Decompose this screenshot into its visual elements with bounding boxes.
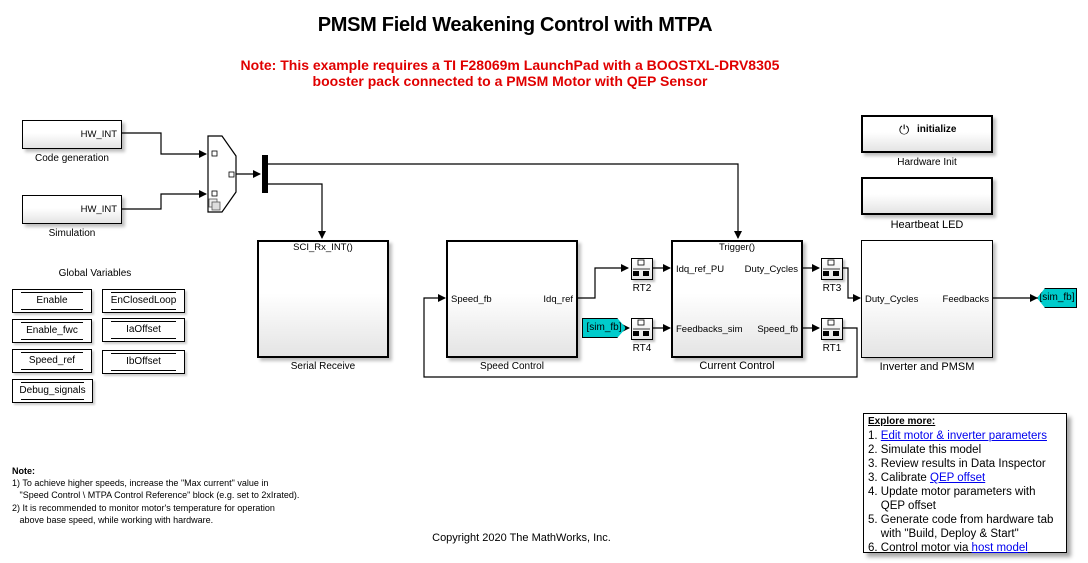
simulation-block[interactable]: HW_INT (22, 195, 122, 224)
rt1-label: RT1 (822, 343, 842, 354)
line-mux-to-serial-trigger (268, 183, 326, 239)
explore-item: 2. Simulate this model (868, 444, 982, 456)
inverter-pmsm-block[interactable]: Duty_Cycles Feedbacks (861, 240, 993, 358)
notes-line: above base speed, while working with har… (12, 514, 214, 525)
edit-motor-parameters-link[interactable]: Edit motor & inverter parameters (880, 430, 1047, 442)
inverter-pmsm-label: Inverter and PMSM (879, 361, 975, 373)
speed-control-block[interactable]: Speed_fb Idq_ref (446, 240, 578, 358)
duty-cycles-input-port: Duty_Cycles (865, 294, 919, 305)
speed-fb-input-port: Speed_fb (451, 294, 492, 305)
global-var-debug-signals[interactable]: Debug_signals (12, 379, 93, 403)
qep-offset-link[interactable]: QEP offset (930, 472, 986, 484)
simulation-label: Simulation (48, 228, 96, 239)
current-trigger-port: Trigger() (718, 242, 756, 253)
feedbacks-output-port: Feedbacks (942, 294, 989, 305)
rate-transition-icon (633, 319, 650, 336)
rt4-label: RT4 (632, 343, 652, 354)
notes-line: 1) To achieve higher speeds, increase th… (12, 478, 269, 489)
global-var-speed-ref[interactable]: Speed_ref (12, 349, 92, 373)
explore-item: 5. Generate code from hardware tab (868, 514, 1054, 526)
global-var-enclosedloop[interactable]: EnClosedLoop (102, 289, 185, 313)
global-var-iaoffset[interactable]: IaOffset (102, 318, 185, 342)
initialize-text: initialize (917, 124, 957, 135)
hardware-note-line2: booster pack connected to a PMSM Motor w… (312, 73, 708, 89)
rate-transition-rt4[interactable] (631, 318, 653, 340)
idq-ref-output-port: Idq_ref (543, 294, 573, 305)
explore-item: QEP offset (868, 500, 936, 512)
explore-item-text: 1. (868, 430, 881, 442)
explore-item: with "Build, Deploy & Start" (868, 528, 1019, 540)
rate-transition-icon (823, 319, 840, 336)
code-generation-label: Code generation (35, 153, 109, 164)
power-icon: ⏻ (899, 122, 910, 137)
current-control-label: Current Control (699, 360, 775, 372)
notes-line: 2) It is recommended to monitor motor's … (12, 502, 275, 513)
hw-int-port: HW_INT (80, 129, 117, 140)
line-rt3-to-inverter (843, 267, 861, 302)
goto-sim-fb-tag[interactable]: [sim_fb] (1037, 288, 1077, 308)
current-control-block[interactable]: Trigger() Idq_ref_PU Feedbacks_sim Duty_… (671, 240, 803, 358)
explore-item-text: 6. Control motor via (868, 542, 972, 554)
heartbeat-led-label: Heartbeat LED (890, 219, 964, 231)
code-generation-block[interactable]: HW_INT (22, 120, 122, 149)
global-var-iboffset[interactable]: IbOffset (102, 350, 185, 374)
rate-transition-rt1[interactable] (821, 318, 843, 340)
hw-int-port: HW_INT (80, 204, 117, 215)
explore-title: Explore more: (868, 416, 936, 427)
explore-item-text: 3. Calibrate (868, 472, 931, 484)
global-var-enable[interactable]: Enable (12, 289, 92, 313)
from-sim-fb-tag[interactable]: [sim_fb] (582, 318, 626, 338)
rate-transition-rt2[interactable] (631, 258, 653, 280)
notes-line: "Speed Control \ MTPA Control Reference"… (12, 490, 300, 501)
line-mux-to-current-trigger (268, 163, 742, 239)
speed-fb-output-port: Speed_fb (757, 324, 798, 335)
hardware-init-label: Hardware Init (897, 157, 957, 168)
serial-receive-block[interactable]: SCI_Rx_INT() (257, 240, 389, 358)
rate-transition-rt3[interactable] (821, 258, 843, 280)
hardware-note: Note: This example requires a TI F28069m… (0, 57, 1020, 89)
serial-trigger-port: SCI_Rx_INT() (293, 242, 353, 253)
line-rt1-feedback-loop (423, 294, 858, 378)
hardware-init-block[interactable]: ⏻ initialize (861, 115, 993, 153)
speed-control-label: Speed Control (480, 361, 544, 372)
idq-ref-pu-input-port: Idq_ref_PU (676, 264, 725, 275)
mux-block (262, 155, 268, 193)
rt3-label: RT3 (822, 283, 842, 294)
copyright: Copyright 2020 The MathWorks, Inc. (432, 532, 611, 544)
explore-item: 1. Edit motor & inverter parameters (868, 429, 1062, 443)
global-var-enable-fwc[interactable]: Enable_fwc (12, 319, 92, 343)
feedbacks-sim-input-port: Feedbacks_sim (676, 324, 743, 335)
explore-item: 3. Review results in Data Inspector (868, 458, 1046, 470)
hardware-note-line1: Note: This example requires a TI F28069m… (240, 57, 780, 73)
line-idqref-to-rt2 (577, 264, 629, 299)
rt2-label: RT2 (632, 283, 652, 294)
explore-item: 3. Calibrate QEP offset (868, 471, 1062, 485)
page-title: PMSM Field Weakening Control with MTPA (317, 14, 713, 36)
notes-panel: Note: 1) To achieve higher speeds, increa… (12, 465, 299, 526)
explore-more-panel: Explore more: 1. Edit motor & inverter p… (863, 413, 1067, 555)
rate-transition-icon (633, 259, 650, 276)
heartbeat-led-block[interactable] (861, 177, 993, 215)
line-codegen-to-merge (122, 132, 207, 158)
explore-item: 6. Control motor via host model (868, 541, 1062, 555)
duty-cycles-output-port: Duty_Cycles (744, 264, 798, 275)
line-sim-to-merge (122, 190, 207, 210)
notes-title: Note: (12, 466, 35, 476)
host-model-link[interactable]: host model (971, 542, 1028, 554)
serial-receive-label: Serial Receive (290, 361, 356, 372)
rate-transition-icon (823, 259, 840, 276)
global-variables-title: Global Variables (58, 268, 132, 279)
explore-item: 4. Update motor parameters with (868, 486, 1036, 498)
